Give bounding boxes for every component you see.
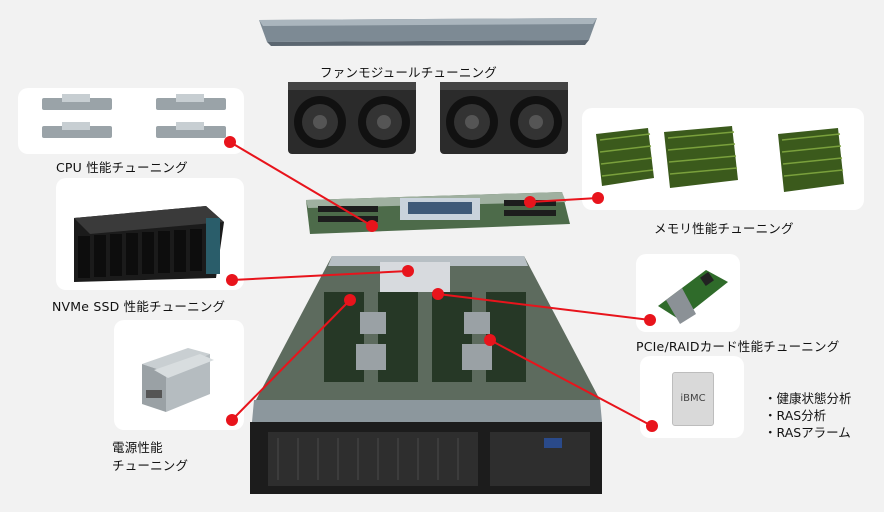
connector-dot-cpu	[224, 136, 236, 148]
ibmc-feature-item: 健康状態分析	[764, 390, 852, 407]
memory-dimm-illustration	[596, 126, 844, 192]
ibmc-chip: iBMC	[672, 372, 714, 426]
connector-dot-power	[226, 414, 238, 426]
server-chassis-illustration	[250, 256, 602, 494]
memory-card	[582, 108, 864, 210]
connector-dot-memory	[592, 192, 604, 204]
power-label-line1: 電源性能	[112, 440, 163, 455]
cpu-heatsink-illustration	[42, 94, 226, 138]
connector-dot-pcie	[644, 314, 656, 326]
cpu-card	[18, 88, 244, 154]
nvme-card	[56, 178, 244, 290]
nvme-label: NVMe SSD 性能チューニング	[52, 299, 226, 314]
pcie-label: PCIe/RAIDカード性能チューニング	[636, 339, 840, 354]
nvme-ssd-illustration	[74, 206, 224, 282]
power-label-line2: チューニング	[112, 458, 189, 473]
fan-modules-illustration	[288, 82, 568, 154]
power-card	[114, 320, 244, 430]
cpu-label: CPU 性能チューニング	[56, 160, 188, 175]
ibmc-feature-list: 健康状態分析 RAS分析 RASアラーム	[764, 390, 852, 441]
server-top-cover	[259, 18, 597, 46]
ibmc-feature-item: RASアラーム	[764, 424, 852, 441]
memory-label: メモリ性能チューニング	[654, 221, 794, 236]
power-supply-illustration	[142, 348, 214, 412]
connector-dot-nvme	[226, 274, 238, 286]
fan-label: ファンモジュールチューニング	[320, 65, 497, 80]
ibmc-chip-label: iBMC	[680, 393, 706, 404]
ibmc-feature-item: RAS分析	[764, 407, 852, 424]
connector-dot-ibmc	[646, 420, 658, 432]
pcie-card-illustration	[658, 270, 728, 324]
